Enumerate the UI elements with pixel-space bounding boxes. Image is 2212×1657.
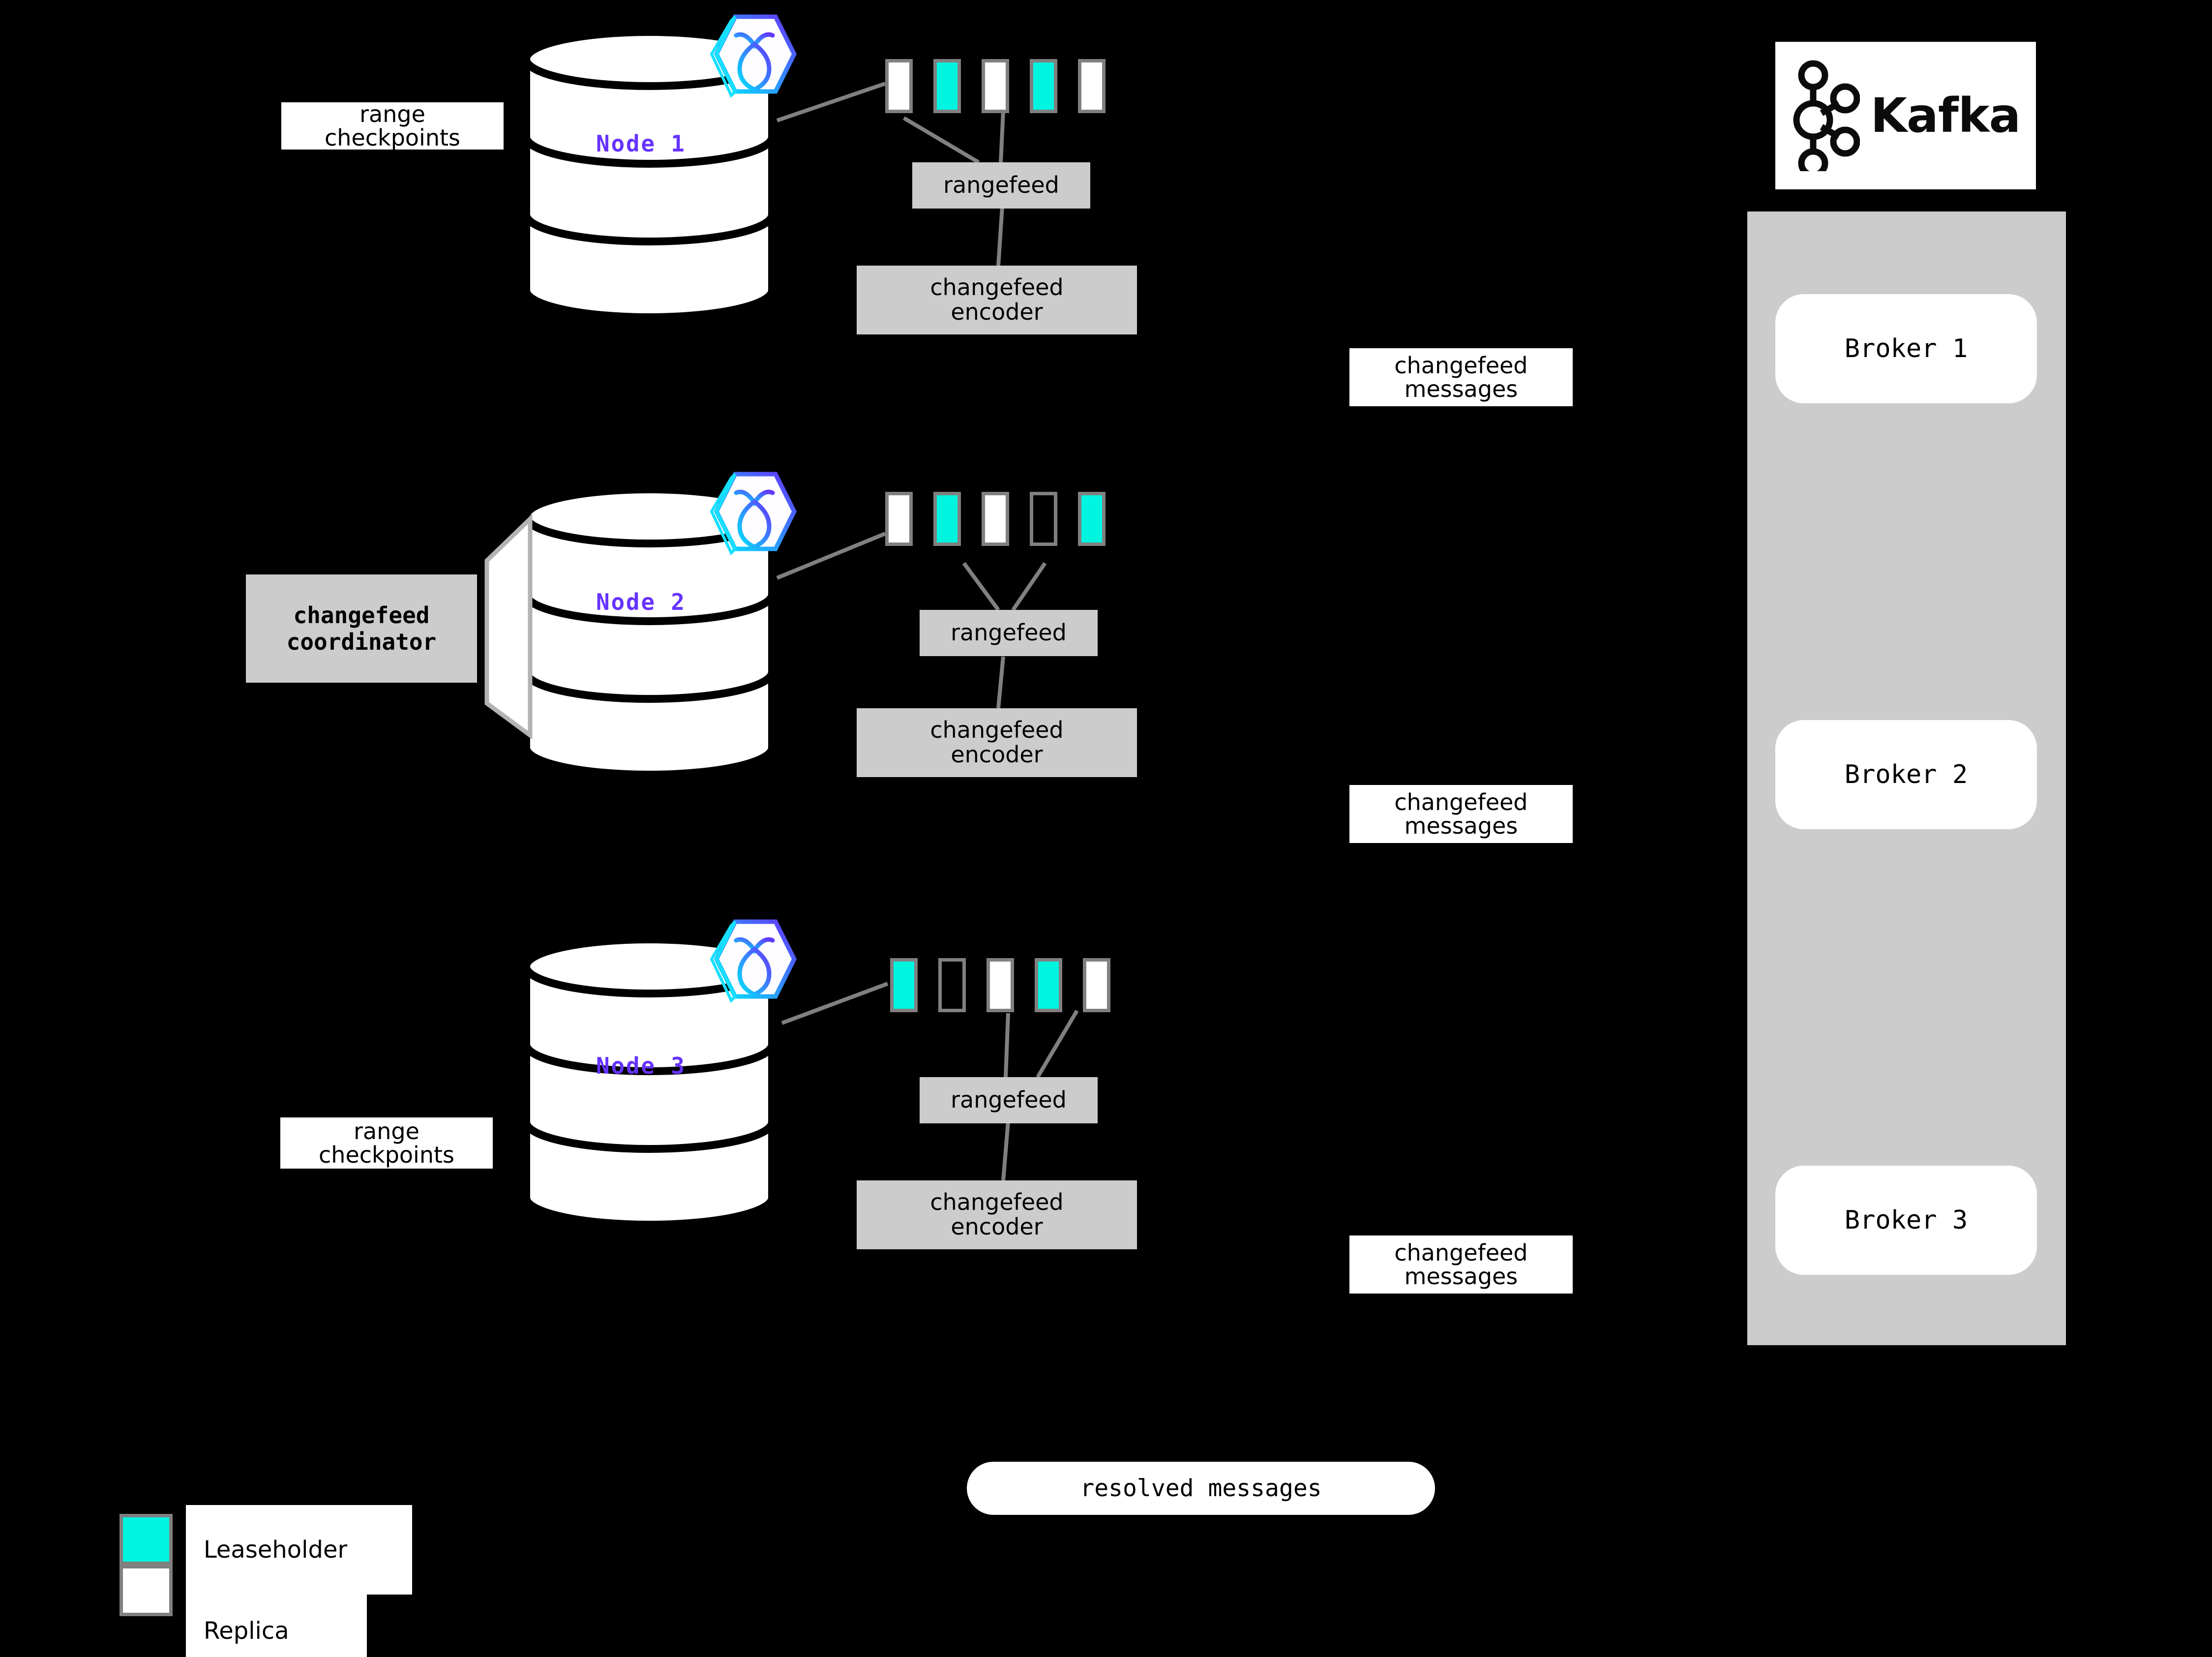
node-label-3: Node 3 <box>596 1053 686 1079</box>
broker-box-3[interactable]: Broker 3 <box>1775 1166 2037 1275</box>
range-block[interactable] <box>890 958 918 1012</box>
range-block[interactable] <box>933 492 961 546</box>
cockroachdb-hex-icon <box>706 467 799 563</box>
range-block[interactable] <box>933 59 961 113</box>
rangefeed-box-1[interactable]: rangefeed <box>912 162 1090 209</box>
resolved-messages-pill[interactable]: resolved messages <box>967 1462 1435 1515</box>
changefeed-encoder-box-1[interactable]: changefeed encoder <box>857 266 1137 334</box>
range-checkpoints-label-1: range checkpoints <box>281 102 504 150</box>
cockroachdb-hex-icon <box>706 10 799 105</box>
range-block[interactable] <box>938 958 966 1012</box>
range-block[interactable] <box>1030 59 1057 113</box>
legend-label-leaseholder: Leaseholder <box>186 1505 412 1595</box>
broker-box-1[interactable]: Broker 1 <box>1775 294 2037 403</box>
range-block[interactable] <box>1083 958 1110 1012</box>
range-block[interactable] <box>982 492 1009 546</box>
changefeed-messages-label-3: changefeed messages <box>1349 1235 1573 1294</box>
changefeed-messages-label-1: changefeed messages <box>1349 348 1573 406</box>
cockroachdb-hex-icon <box>706 915 799 1010</box>
range-block[interactable] <box>1078 59 1106 113</box>
node-cylinder-3 <box>516 937 782 1232</box>
range-block[interactable] <box>982 59 1009 113</box>
changefeed-encoder-box-3[interactable]: changefeed encoder <box>857 1180 1137 1249</box>
changefeed-coordinator-box[interactable]: changefeed coordinator <box>246 574 477 683</box>
node-cylinder-1 <box>516 30 782 325</box>
range-block[interactable] <box>1035 958 1062 1012</box>
range-block[interactable] <box>1078 492 1106 546</box>
range-block[interactable] <box>885 492 913 546</box>
legend-label-replica: Replica <box>186 1595 367 1657</box>
legend-swatch-replica <box>120 1565 173 1616</box>
node-label-1: Node 1 <box>596 130 686 157</box>
rangefeed-box-2[interactable]: rangefeed <box>920 610 1098 656</box>
changefeed-encoder-box-2[interactable]: changefeed encoder <box>857 708 1137 777</box>
kafka-wordmark: Kafka <box>1870 88 2021 143</box>
range-block[interactable] <box>986 958 1014 1012</box>
range-block[interactable] <box>885 59 913 113</box>
legend-swatch-leaseholder <box>120 1514 173 1565</box>
kafka-nodes-icon <box>1791 58 1860 179</box>
coordinator-flag-shape <box>472 512 551 750</box>
changefeed-messages-label-2: changefeed messages <box>1349 785 1573 843</box>
broker-box-2[interactable]: Broker 2 <box>1775 720 2037 829</box>
rangefeed-box-3[interactable]: rangefeed <box>920 1077 1098 1123</box>
kafka-logo-box: Kafka <box>1775 42 2036 189</box>
node-label-2: Node 2 <box>596 589 686 615</box>
range-block[interactable] <box>1030 492 1057 546</box>
range-checkpoints-label-3: range checkpoints <box>280 1117 493 1169</box>
